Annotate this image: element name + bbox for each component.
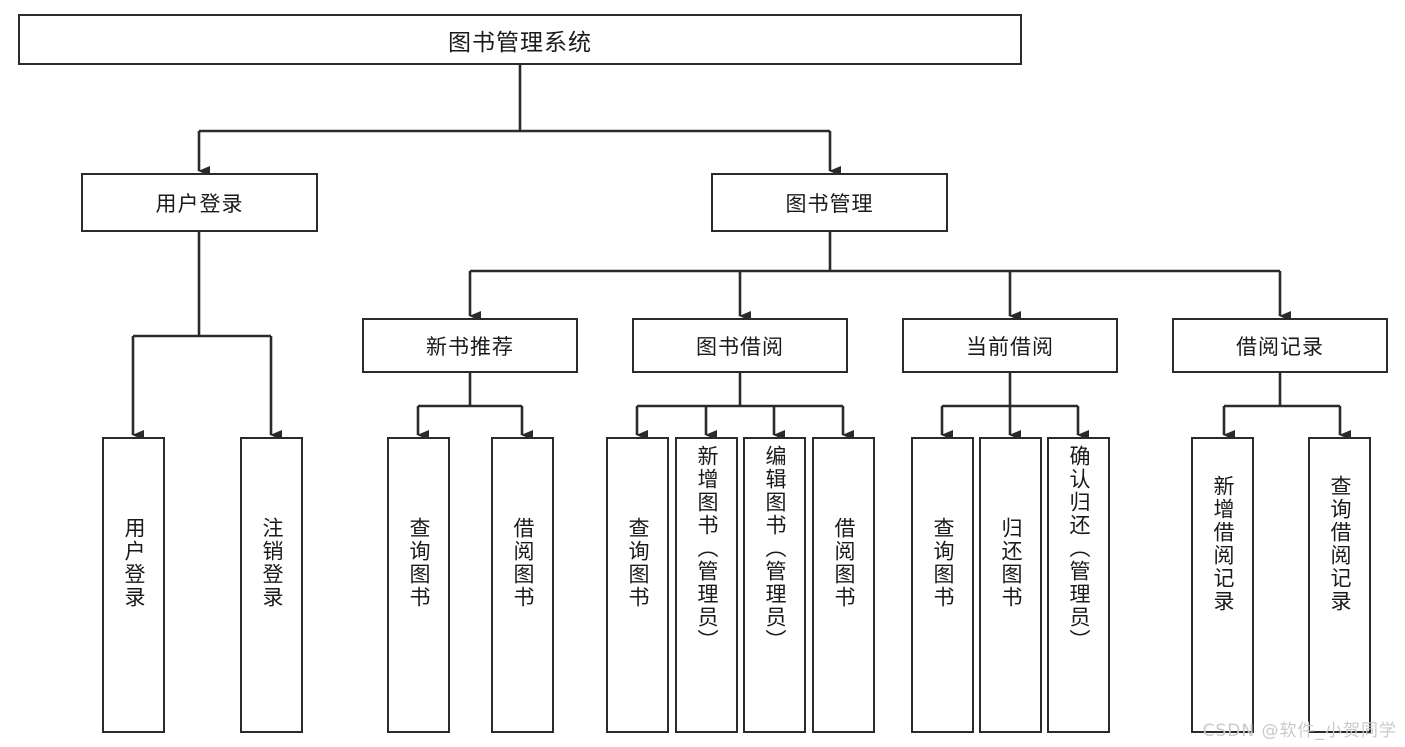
node-label: 借阅图书 <box>511 517 535 609</box>
node-label: 确认归还（管理员） <box>1067 445 1091 652</box>
node-label: 用户登录 <box>122 517 146 609</box>
node-label: 新书推荐 <box>426 334 514 359</box>
leaf-new-book-query[interactable]: 查询图书 <box>387 437 450 733</box>
node-label: 注销登录 <box>260 517 284 609</box>
leaf-current-confirm-return-admin[interactable]: 确认归还（管理员） <box>1047 437 1110 733</box>
node-current-borrow[interactable]: 当前借阅 <box>902 318 1118 373</box>
node-label: 查询图书 <box>407 517 431 609</box>
node-label: 图书管理 <box>785 191 874 216</box>
node-label: 新增借阅记录 <box>1211 475 1235 613</box>
node-label: 编辑图书（管理员） <box>763 445 787 652</box>
leaf-borrow-borrow-book[interactable]: 借阅图书 <box>812 437 875 733</box>
leaf-records-add-record[interactable]: 新增借阅记录 <box>1191 437 1254 733</box>
watermark-text: CSDN @软件_小贺同学 <box>1202 721 1397 741</box>
node-label: 用户登录 <box>155 191 244 216</box>
node-new-book-recommend[interactable]: 新书推荐 <box>362 318 578 373</box>
leaf-borrow-query-book[interactable]: 查询图书 <box>606 437 669 733</box>
leaf-borrow-add-book-admin[interactable]: 新增图书（管理员） <box>675 437 738 733</box>
node-book-borrow[interactable]: 图书借阅 <box>632 318 848 373</box>
node-label: 当前借阅 <box>966 334 1054 359</box>
node-label: 借阅记录 <box>1236 334 1324 359</box>
node-label: 图书管理系统 <box>448 29 592 56</box>
node-book-management[interactable]: 图书管理 <box>711 173 948 232</box>
leaf-borrow-edit-book-admin[interactable]: 编辑图书（管理员） <box>743 437 806 733</box>
node-label: 归还图书 <box>999 517 1023 609</box>
node-borrow-records[interactable]: 借阅记录 <box>1172 318 1388 373</box>
node-label: 查询借阅记录 <box>1328 475 1352 613</box>
node-label: 新增图书（管理员） <box>695 445 719 652</box>
leaf-user-login-login[interactable]: 用户登录 <box>102 437 165 733</box>
leaf-current-query-book[interactable]: 查询图书 <box>911 437 974 733</box>
node-label: 图书借阅 <box>696 334 784 359</box>
node-label: 查询图书 <box>931 517 955 609</box>
leaf-current-return-book[interactable]: 归还图书 <box>979 437 1042 733</box>
node-label: 借阅图书 <box>832 517 856 609</box>
leaf-records-query-record[interactable]: 查询借阅记录 <box>1308 437 1371 733</box>
leaf-new-book-borrow[interactable]: 借阅图书 <box>491 437 554 733</box>
node-user-login[interactable]: 用户登录 <box>81 173 318 232</box>
leaf-user-login-logout[interactable]: 注销登录 <box>240 437 303 733</box>
node-label: 查询图书 <box>626 517 650 609</box>
node-root-system[interactable]: 图书管理系统 <box>18 14 1022 65</box>
